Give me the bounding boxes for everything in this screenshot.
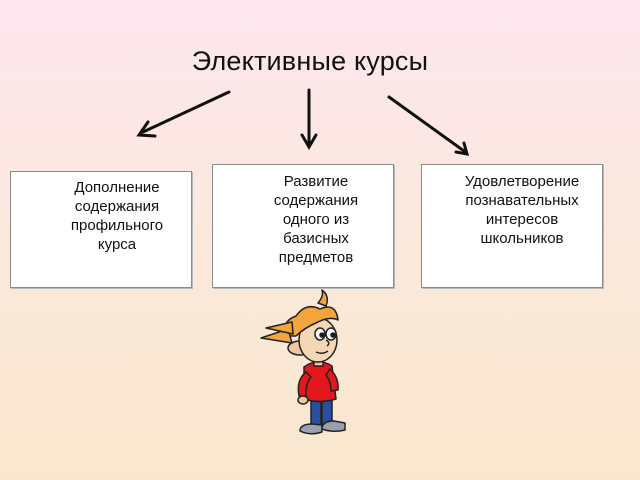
box-student-interests: Удовлетворение познавательных интересов … [421, 164, 603, 288]
box-profile-course: Дополнение содержания профильного курса [10, 171, 192, 288]
arrow-right [387, 95, 466, 153]
arrow-left [141, 90, 231, 134]
box-profile-course-text: Дополнение содержания профильного курса [70, 179, 164, 253]
box-student-interests-text: Удовлетворение познавательных интересов … [464, 173, 580, 247]
arrow-middle-head [300, 133, 318, 150]
box-basic-subject-text: Развитие содержания одного из базисных п… [273, 173, 359, 266]
slide-title: Элективные курсы [191, 46, 429, 76]
box-basic-subject: Развитие содержания одного из базисных п… [212, 164, 394, 288]
arrow-left-head [136, 120, 157, 138]
arrow-right-head [454, 141, 470, 156]
